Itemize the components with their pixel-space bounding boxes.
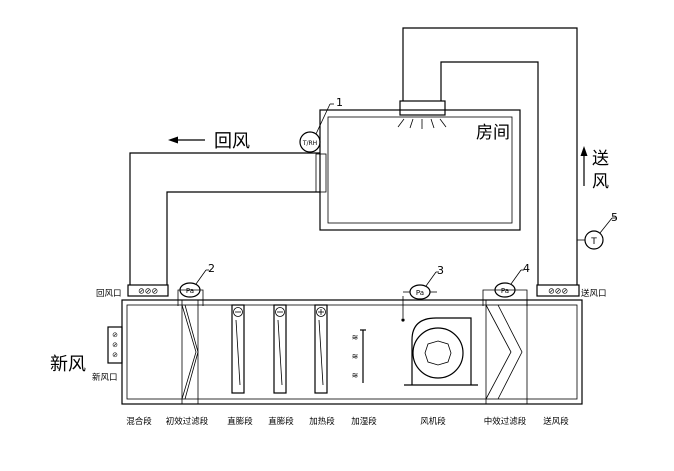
- section-label-medium-filter: 中效过滤段: [484, 416, 527, 427]
- room-inner: [327, 116, 513, 224]
- primary-filter: [181, 304, 199, 400]
- section-label-mixing: 混合段: [126, 416, 152, 427]
- sensor-3-number: 3: [437, 264, 444, 277]
- room-outer: [319, 109, 521, 231]
- section-label-primary-filter: 初效过滤段: [166, 416, 209, 427]
- return-port-label: 回风口: [96, 289, 122, 299]
- svg-text:⊘⊘⊘: ⊘⊘⊘: [548, 287, 568, 296]
- section-label-dx-2: 直膨段: [268, 416, 294, 427]
- fan-icon: [404, 317, 478, 386]
- return-grille: [315, 153, 327, 193]
- supply-air-arrow: [580, 146, 588, 186]
- supply-damper: ⊘⊘⊘: [536, 284, 580, 297]
- room-label: 房间: [476, 123, 510, 143]
- svg-text:Pa: Pa: [416, 289, 424, 297]
- sensor-4-number: 4: [523, 262, 530, 275]
- svg-text:T: T: [590, 237, 597, 247]
- section-labels: 混合段 初效过滤段 直膨段 直膨段 加热段 加湿段 风机段 中效过滤段 送风段: [126, 416, 569, 427]
- fresh-air-damper: ⊘ ⊘ ⊘: [107, 326, 123, 364]
- sensor-3-pa: Pa 3: [401, 264, 444, 322]
- section-label-heating: 加热段: [309, 416, 335, 427]
- fresh-port-label: 新风口: [92, 372, 118, 383]
- dx-coil-2: [273, 304, 287, 394]
- supply-port-label: 送风口: [581, 288, 607, 299]
- return-damper: ⊘⊘⊘: [127, 284, 169, 297]
- supply-air-label-2: 风: [592, 172, 609, 192]
- section-label-dx-1: 直膨段: [227, 416, 253, 427]
- sensor-4-pa: Pa 4: [482, 262, 530, 306]
- supply-air-label-1: 送: [592, 149, 609, 169]
- svg-text:⊘: ⊘: [112, 331, 118, 339]
- dx-coil-1: [231, 304, 245, 394]
- return-air-label: 回风: [214, 131, 250, 152]
- supply-diffuser: [399, 100, 446, 116]
- sensor-1-t-rh: T/RH 1: [299, 96, 343, 153]
- svg-text:⊘: ⊘: [112, 341, 118, 349]
- section-label-supply: 送风段: [543, 416, 569, 427]
- sensor-1-number: 1: [336, 96, 343, 109]
- return-air-arrow: [168, 136, 205, 144]
- return-duct: [129, 152, 327, 285]
- svg-text:⊘⊘⊘: ⊘⊘⊘: [138, 287, 158, 296]
- svg-text:Pa: Pa: [186, 287, 194, 295]
- supply-duct: [402, 27, 578, 285]
- svg-text:⊘: ⊘: [112, 351, 118, 359]
- diffuser-airflow: [397, 118, 447, 129]
- humidifier: ≋ ≋ ≋: [352, 329, 366, 383]
- sensor-5-t: T 5: [577, 211, 618, 250]
- sensor-2-pa: Pa 2: [177, 262, 215, 306]
- heating-coil: [314, 304, 328, 394]
- svg-text:Pa: Pa: [501, 287, 509, 295]
- svg-text:≋: ≋: [352, 352, 359, 361]
- medium-filter: [485, 304, 523, 400]
- ahu-casing-inner: [126, 304, 578, 400]
- section-label-fan: 风机段: [420, 416, 446, 427]
- svg-text:≋: ≋: [352, 371, 359, 380]
- svg-text:≋: ≋: [352, 333, 359, 342]
- svg-text:T/RH: T/RH: [302, 140, 317, 147]
- section-label-humidifying: 加湿段: [351, 416, 377, 427]
- sensor-2-number: 2: [208, 262, 215, 275]
- sensor-5-number: 5: [611, 211, 618, 224]
- fresh-air-label: 新风: [50, 354, 86, 375]
